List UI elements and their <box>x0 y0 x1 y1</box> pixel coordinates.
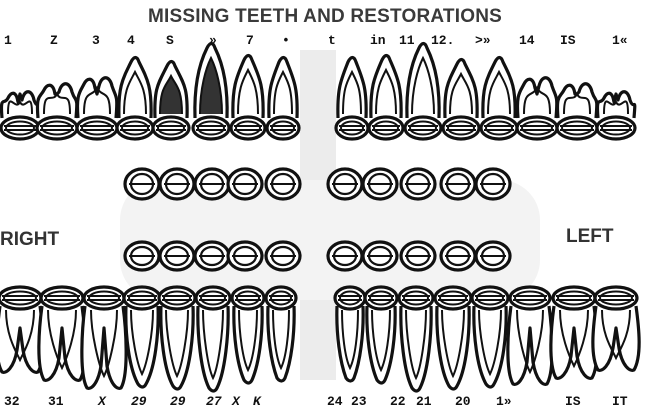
upper-primary-tooth <box>476 169 510 199</box>
lower-primary-tooth <box>328 242 362 270</box>
upper-primary-tooth <box>266 169 300 199</box>
upper-primary-tooth <box>125 169 159 199</box>
lower-permanent-tooth <box>196 287 230 391</box>
upper-permanent-tooth <box>231 56 265 140</box>
lower-permanent-tooth <box>365 287 397 383</box>
lower-permanent-tooth <box>266 287 296 381</box>
lower-primary-tooth <box>160 242 194 270</box>
upper-permanent-tooth <box>1 92 39 139</box>
upper-permanent-tooth <box>405 44 441 140</box>
upper-permanent-tooth <box>117 58 153 140</box>
lower-permanent-tooth <box>0 287 43 372</box>
upper-permanent-tooth <box>336 58 368 140</box>
upper-primary-tooth <box>441 169 475 199</box>
lower-primary-tooth <box>441 242 475 270</box>
upper-primary-tooth <box>195 169 229 199</box>
lower-permanent-tooth <box>399 287 433 391</box>
upper-permanent-tooth <box>77 78 117 139</box>
lower-permanent-tooth <box>124 287 160 387</box>
lower-primary-tooth <box>401 242 435 270</box>
lower-permanent-tooth <box>435 287 471 389</box>
upper-permanent-tooth <box>481 58 517 140</box>
lower-permanent-tooth <box>82 287 126 388</box>
lower-permanent-tooth <box>335 287 365 381</box>
upper-permanent-tooth <box>37 84 77 139</box>
upper-primary-tooth <box>228 169 262 199</box>
lower-permanent-tooth <box>508 287 552 384</box>
upper-permanent-tooth <box>267 58 299 140</box>
upper-permanent-tooth <box>597 92 635 139</box>
lower-permanent-tooth <box>472 287 508 387</box>
lower-permanent-tooth <box>593 287 639 370</box>
lower-primary-tooth <box>195 242 229 270</box>
upper-primary-tooth <box>363 169 397 199</box>
lower-primary-tooth <box>228 242 262 270</box>
upper-permanent-tooth <box>557 84 597 139</box>
lower-primary-tooth <box>476 242 510 270</box>
upper-primary-tooth <box>328 169 362 199</box>
lower-primary-tooth <box>266 242 300 270</box>
upper-permanent-tooth <box>517 78 557 139</box>
lower-primary-tooth <box>363 242 397 270</box>
lower-permanent-tooth <box>232 287 264 383</box>
lower-permanent-tooth <box>551 287 597 378</box>
upper-permanent-tooth <box>443 60 479 140</box>
upper-permanent-tooth <box>193 44 229 140</box>
lower-permanent-tooth <box>159 287 195 389</box>
lower-permanent-tooth <box>39 287 85 380</box>
upper-primary-tooth <box>160 169 194 199</box>
upper-permanent-tooth <box>153 62 189 140</box>
lower-primary-tooth <box>125 242 159 270</box>
upper-permanent-tooth <box>369 56 403 140</box>
upper-primary-tooth <box>401 169 435 199</box>
